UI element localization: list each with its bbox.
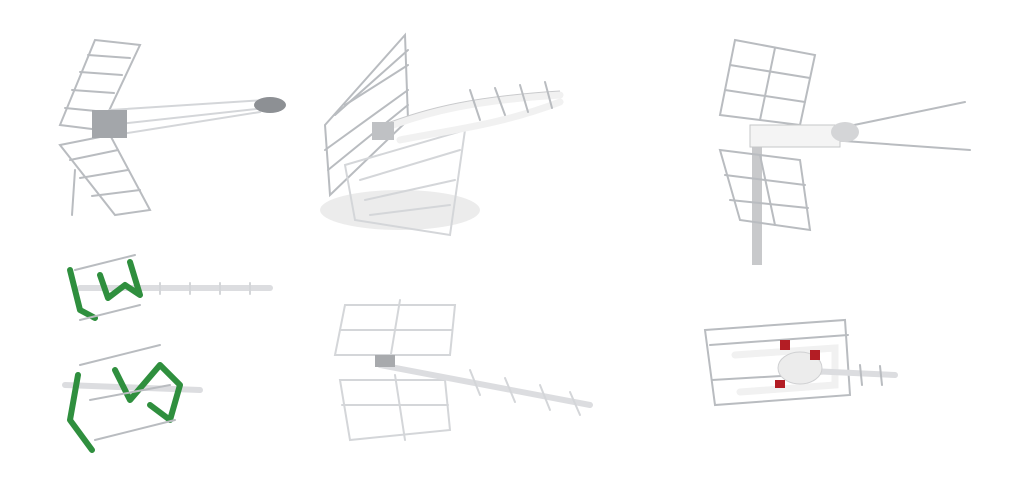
grey-grid-antenna: [58, 38, 286, 217]
white-panel-yagi-on-mast: [718, 38, 971, 265]
white-grid-yagi-antenna: [320, 32, 564, 237]
green-yagi-antenna-close: [62, 344, 203, 453]
green-yagi-antenna-side: [67, 254, 273, 321]
white-compact-antenna-red-clips: [703, 318, 898, 407]
white-panel-yagi-perspective: [333, 299, 593, 442]
